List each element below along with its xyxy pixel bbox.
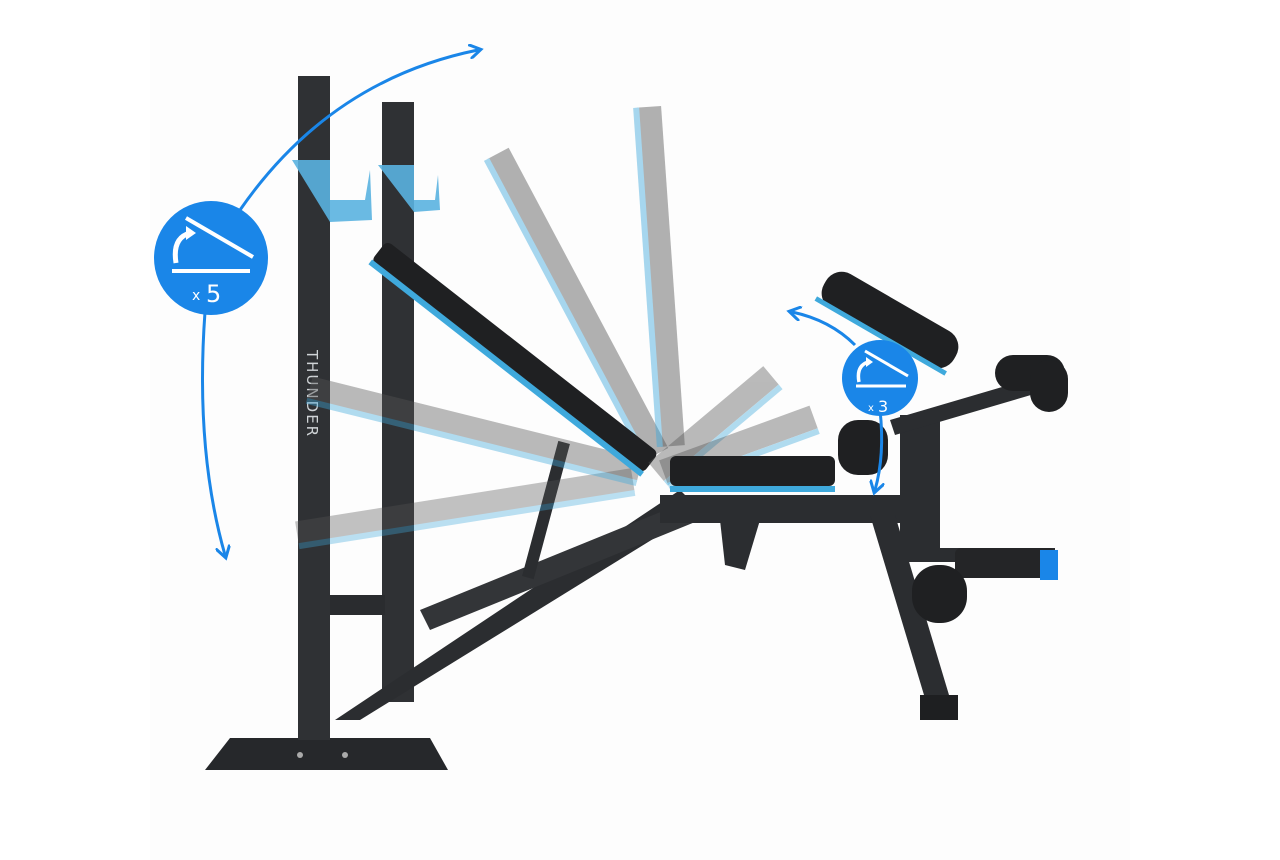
rack-base bbox=[205, 738, 448, 770]
backrest-positions bbox=[295, 105, 835, 550]
rack-uprights: THUNDER bbox=[292, 76, 440, 740]
multiplier-prefix: x bbox=[868, 403, 874, 414]
multiplier-prefix: x bbox=[192, 288, 200, 304]
multiplier-value: 5 bbox=[206, 280, 221, 308]
leg-adjust-badge: x 3 bbox=[842, 340, 918, 416]
bench-frame bbox=[335, 271, 1068, 720]
backrest-adjust-badge: x 5 bbox=[154, 201, 268, 315]
brand-logo-text: THUNDER bbox=[303, 349, 321, 438]
adjustment-arrows bbox=[201, 50, 882, 555]
multiplier-value: 3 bbox=[878, 397, 888, 416]
